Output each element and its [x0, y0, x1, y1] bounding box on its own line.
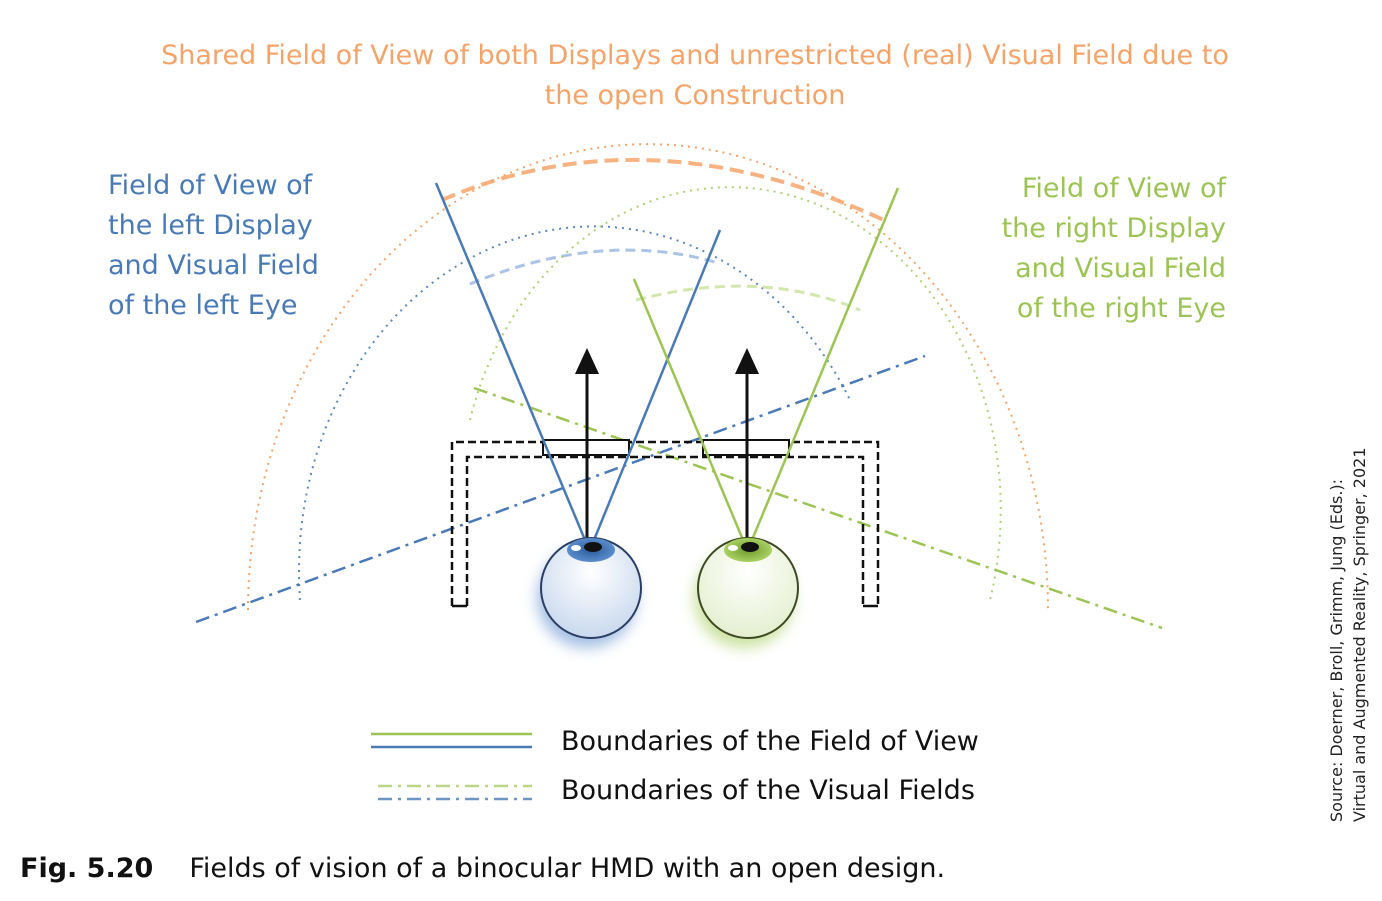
title-line-2: the open Construction — [544, 80, 846, 111]
source-citation: Source: Doerner, Broll, Grimm, Jung (Eds… — [1325, 402, 1371, 822]
title-line-1: Shared Field of View of both Displays an… — [161, 40, 1229, 71]
right-fov-boundary-inner — [632, 278, 745, 541]
left-label-line: the left Display — [108, 210, 313, 241]
left-label-line: Field of View of — [108, 170, 313, 201]
legend-dashdot-swatch — [378, 784, 532, 801]
left-label-line: and Visual Field — [108, 250, 319, 281]
shared-fov-arc — [441, 157, 889, 224]
diagram-title: Shared Field of View of both Displays an… — [100, 36, 1290, 116]
right-label-line: the right Display — [1001, 213, 1226, 244]
legend-dashdot-label: Boundaries of the Visual Fields — [561, 775, 975, 806]
left-eye-icon — [537, 537, 642, 648]
caption-text: Fields of vision of a binocular HMD with… — [189, 853, 946, 884]
right-eye-label: Field of View of the right Display and V… — [980, 169, 1226, 329]
source-line-1: Source: Doerner, Broll, Grimm, Jung (Eds… — [1327, 478, 1346, 822]
left-gaze-arrowhead — [575, 348, 599, 374]
left-eye-label: Field of View of the left Display and Vi… — [108, 166, 319, 326]
left-label-line: of the left Eye — [108, 290, 298, 321]
left-visual-field-arc — [297, 225, 851, 601]
right-eye-icon — [694, 537, 799, 648]
left-fov-arc-dashed — [469, 248, 716, 286]
left-fov-boundary-inner — [592, 229, 722, 541]
hmd-frame-inner — [465, 455, 865, 606]
figure-caption: Fig. 5.20 Fields of vision of a binocular… — [20, 853, 945, 884]
legend-solid-label: Boundaries of the Field of View — [561, 726, 979, 757]
right-label-line: Field of View of — [1021, 173, 1226, 204]
right-visual-field-boundary — [473, 386, 1163, 630]
real-visual-field-arc — [247, 143, 1049, 611]
figure-number: Fig. 5.20 — [20, 853, 154, 884]
left-fov-boundary-outer — [434, 182, 587, 541]
right-fov-boundary-outer — [750, 187, 900, 541]
right-label-line: and Visual Field — [1015, 253, 1226, 284]
right-fov-arc-dashed — [635, 284, 861, 312]
right-visual-field-arc — [469, 186, 1002, 601]
left-visual-field-boundary — [195, 354, 926, 624]
right-gaze-arrowhead — [735, 348, 759, 374]
source-line-2: Virtual and Augmented Reality, Springer,… — [1350, 447, 1369, 822]
legend-solid-swatch — [371, 732, 532, 749]
hmd-frame-outer — [450, 440, 880, 606]
right-label-line: of the right Eye — [1016, 293, 1226, 324]
